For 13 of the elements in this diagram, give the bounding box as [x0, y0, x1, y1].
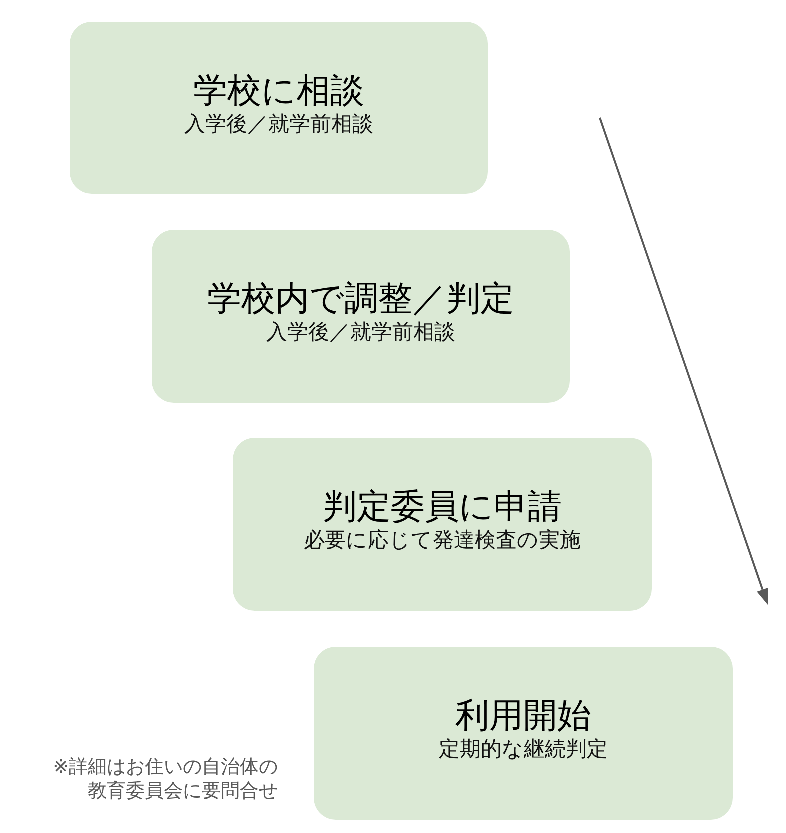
step-description: 定期的な継続判定 [439, 736, 608, 764]
step-title: 判定委員に申請 [323, 488, 562, 528]
step-description: 入学後／就学前相談 [184, 110, 374, 138]
footnote: ※詳細はお住いの自治体の教育委員会に要問合せ [52, 755, 278, 803]
step-description: 入学後／就学前相談 [266, 319, 456, 346]
step-title: 学校内で調整／判定 [208, 280, 514, 320]
step-box [152, 230, 570, 403]
step-box [314, 647, 733, 820]
step-title: 学校に相談 [194, 72, 364, 111]
step-description: 必要に応じて発達検査の実施 [304, 527, 581, 554]
step-title: 利用開始 [456, 697, 592, 736]
step-box [70, 22, 488, 194]
step-box [233, 438, 652, 611]
